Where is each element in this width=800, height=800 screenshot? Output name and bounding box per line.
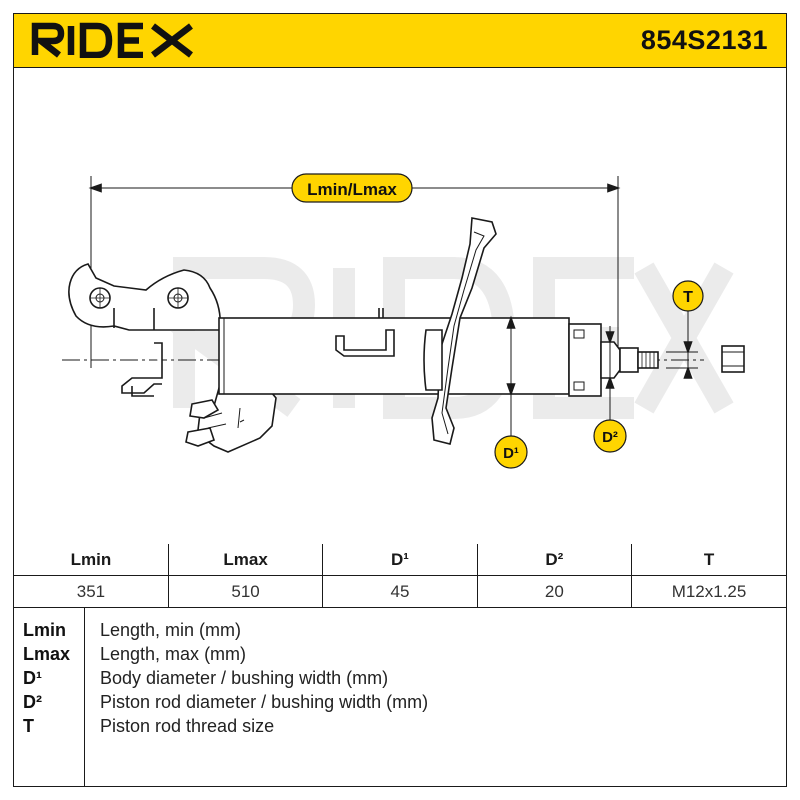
brake-hose-bracket — [335, 329, 395, 357]
legend: Lmin Length, min (mm) Lmax Length, max (… — [14, 608, 786, 786]
shock-absorber-drawing: Lmin/Lmax T D¹ D² — [62, 173, 745, 469]
legend-row-d1: D¹ Body diameter / bushing width (mm) — [14, 668, 786, 692]
legend-key: Lmax — [23, 644, 71, 664]
legend-row-lmax: Lmax Length, max (mm) — [14, 644, 786, 668]
length-arrow-right — [607, 183, 621, 193]
legend-description: Length, max (mm) — [100, 644, 247, 664]
svg-text:Lmin/Lmax: Lmin/Lmax — [307, 180, 397, 199]
thread-label: T — [672, 280, 704, 312]
knuckle-bracket — [68, 263, 222, 397]
spec-value-lmax: 510 — [167, 575, 324, 608]
svg-text:D²: D² — [602, 429, 618, 446]
legend-description: Length, min (mm) — [100, 620, 242, 640]
svg-text:D¹: D¹ — [503, 445, 519, 462]
header-bar: 854S2131 — [14, 14, 786, 68]
legend-row-t: T Piston rod thread size — [14, 716, 786, 740]
top-nut — [721, 345, 745, 373]
spec-value-d2: 20 — [476, 575, 633, 608]
legend-description: Body diameter / bushing width (mm) — [100, 668, 389, 688]
length-arrow-left — [88, 183, 102, 193]
legend-description: Piston rod thread size — [100, 716, 275, 736]
svg-text:T: T — [683, 289, 693, 306]
spec-table-value-row: 351 510 45 20 M12x1.25 — [14, 575, 786, 608]
spec-value-lmin: 351 — [14, 575, 169, 608]
product-sheet: 854S2131 — [13, 13, 787, 787]
legend-key: D² — [23, 692, 42, 712]
spec-header-lmax: Lmax — [167, 544, 324, 576]
lower-clamp — [185, 385, 277, 453]
part-number: 854S2131 — [640, 25, 768, 55]
spec-header-d2: D² — [476, 544, 633, 576]
spec-header-d1: D¹ — [322, 544, 478, 576]
rod-thread — [637, 351, 659, 369]
spec-header-lmin: Lmin — [14, 544, 169, 576]
body-diameter-label: D¹ — [494, 435, 528, 469]
legend-key: D¹ — [23, 668, 42, 688]
length-label: Lmin/Lmax — [291, 173, 413, 203]
spec-header-t: T — [631, 544, 786, 576]
legend-divider — [84, 608, 85, 786]
legend-description: Piston rod diameter / bushing width (mm) — [100, 692, 429, 712]
rod-diameter-label: D² — [593, 419, 627, 453]
legend-row-lmin: Lmin Length, min (mm) — [14, 620, 786, 644]
spring-seat — [423, 217, 497, 445]
spec-value-d1: 45 — [322, 575, 478, 608]
ridex-logo — [31, 22, 193, 58]
legend-row-d2: D² Piston rod diameter / bushing width (… — [14, 692, 786, 716]
spec-value-t: M12x1.25 — [631, 575, 786, 608]
legend-key: Lmin — [23, 620, 66, 640]
spec-table-header-row: Lmin Lmax D¹ D² T — [14, 544, 786, 576]
specification-table: Lmin Lmax D¹ D² T 351 510 45 20 M12x1.25 — [14, 544, 786, 608]
legend-key: T — [23, 716, 34, 736]
